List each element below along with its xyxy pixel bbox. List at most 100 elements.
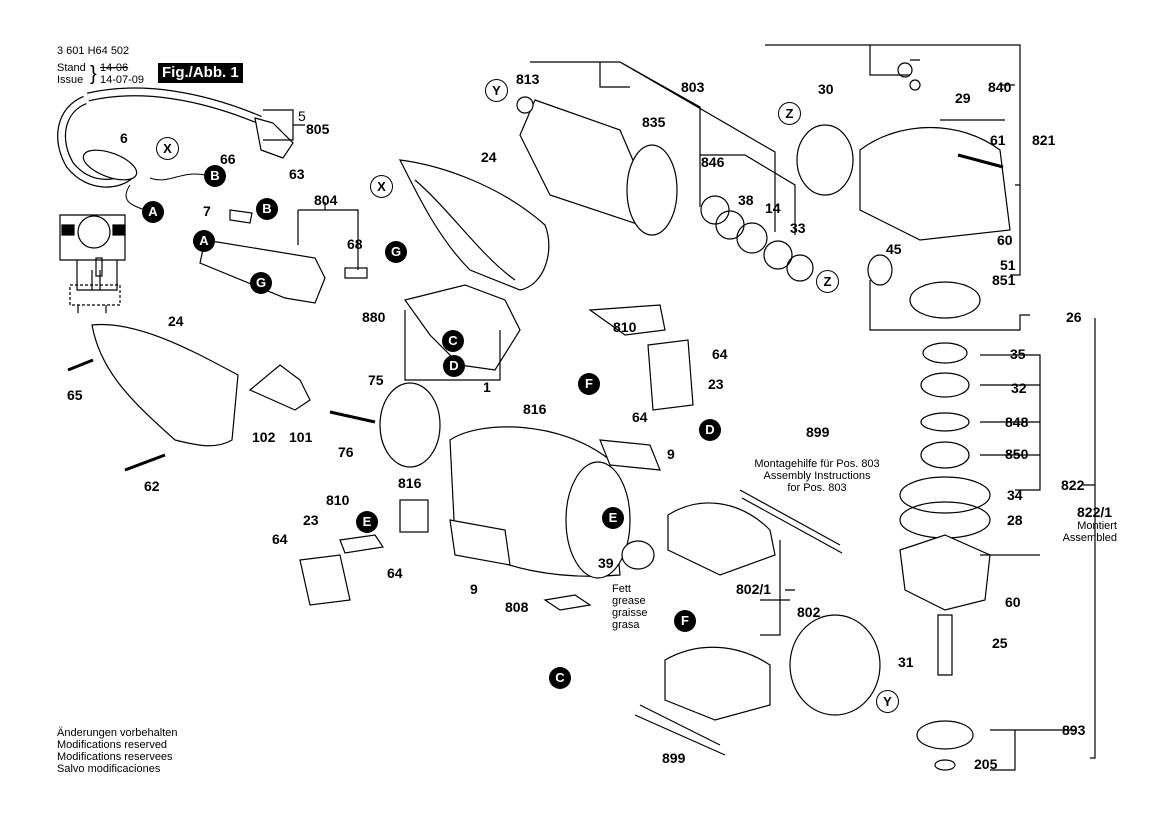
connector-marker-a: A — [193, 230, 215, 252]
connector-marker-d: D — [699, 419, 721, 441]
reference-marker-x: X — [156, 137, 179, 160]
part-label[interactable]: 24 — [481, 149, 497, 165]
part-label[interactable]: 102 — [252, 429, 276, 445]
part-label[interactable]: 61 — [990, 132, 1006, 148]
part-label[interactable]: 39 — [598, 555, 614, 571]
reference-marker-z: Z — [778, 102, 801, 125]
assembled-note-de: Montiert — [1077, 520, 1117, 532]
part-label[interactable]: 802 — [797, 604, 821, 620]
issue-label: Issue — [57, 74, 84, 86]
handle-half-left — [91, 323, 239, 447]
connector-marker-c: C — [442, 330, 464, 352]
part-label[interactable]: 893 — [1062, 722, 1086, 738]
part-label[interactable]: 64 — [632, 409, 648, 425]
part-label[interactable]: 205 — [974, 756, 998, 772]
part-label[interactable]: 64 — [712, 346, 728, 362]
part-label[interactable]: 29 — [955, 90, 971, 106]
part-label[interactable]: 6 — [120, 130, 128, 146]
part-label[interactable]: 64 — [387, 565, 403, 581]
part-label[interactable]: 850 — [1005, 446, 1029, 462]
part-label[interactable]: 1 — [483, 379, 491, 395]
part-label[interactable]: 821 — [1032, 132, 1056, 148]
part-label[interactable]: 64 — [272, 531, 288, 547]
part-label[interactable]: 35 — [1010, 346, 1026, 362]
part-label[interactable]: 5 — [298, 108, 306, 124]
part-label[interactable]: 66 — [220, 151, 236, 167]
part-label[interactable]: 101 — [289, 429, 313, 445]
part-label[interactable]: 38 — [738, 192, 754, 208]
part-label[interactable]: 51 — [1000, 257, 1016, 273]
part-label[interactable]: 808 — [505, 599, 529, 615]
part-label[interactable]: 65 — [67, 387, 83, 403]
issue-date: 14-07-09 — [100, 74, 145, 86]
part-label[interactable]: 810 — [613, 319, 637, 335]
spindle — [937, 614, 953, 676]
part-label[interactable]: 45 — [886, 241, 902, 257]
reference-marker-x: X — [370, 175, 393, 198]
reference-marker-z: Z — [816, 270, 839, 293]
connector-marker-e: E — [356, 511, 378, 533]
part-label[interactable]: 848 — [1005, 414, 1029, 430]
assembly-note: Montagehilfe für Pos. 803 Assembly Instr… — [727, 458, 907, 494]
part-label[interactable]: 816 — [398, 475, 422, 491]
connector-marker-b: B — [256, 198, 278, 220]
part-label[interactable]: 33 — [790, 220, 806, 236]
part-label[interactable]: 68 — [347, 236, 363, 252]
electronics-module — [403, 284, 521, 371]
figure-label: Fig./Abb. 1 — [158, 63, 243, 83]
part-label[interactable]: 805 — [306, 121, 330, 137]
part-label[interactable]: 26 — [1066, 309, 1082, 325]
part-label[interactable]: 31 — [898, 654, 914, 670]
part-label[interactable]: 816 — [523, 401, 547, 417]
notice-en: Modifications reserved — [57, 739, 168, 751]
part-label[interactable]: 822 — [1061, 477, 1085, 493]
part-label[interactable]: 9 — [470, 581, 478, 597]
part-label[interactable]: 813 — [516, 71, 540, 87]
part-label[interactable]: 23 — [708, 376, 724, 392]
stand-label: Stand — [57, 62, 86, 74]
lock-lever — [248, 364, 311, 411]
part-label[interactable]: 7 — [203, 203, 211, 219]
part-label[interactable]: 23 — [303, 512, 319, 528]
part-label[interactable]: 32 — [1011, 380, 1027, 396]
connector-marker-f: F — [674, 610, 696, 632]
circuit-schematic — [59, 214, 126, 313]
part-label[interactable]: 63 — [289, 166, 305, 182]
connector-marker-e: E — [602, 507, 624, 529]
part-label[interactable]: 899 — [662, 750, 686, 766]
part-label[interactable]: 803 — [681, 79, 705, 95]
assembled-note: Montiert Assembled — [1057, 520, 1117, 544]
part-label[interactable]: 28 — [1007, 512, 1023, 528]
part-label[interactable]: 34 — [1007, 487, 1023, 503]
part-label[interactable]: 62 — [144, 478, 160, 494]
plug — [254, 117, 294, 159]
part-label[interactable]: 804 — [314, 192, 338, 208]
part-label[interactable]: 25 — [992, 635, 1008, 651]
part-label[interactable]: 24 — [168, 313, 184, 329]
notice-fr: Modifications reservees — [57, 751, 173, 763]
switch — [199, 239, 326, 304]
part-label[interactable]: 851 — [992, 272, 1016, 288]
part-label[interactable]: 899 — [806, 424, 830, 440]
fan-baffle — [789, 614, 881, 716]
connector-marker-d: D — [443, 355, 465, 377]
field-coil-top — [667, 502, 776, 576]
connector-marker-g: G — [385, 241, 407, 263]
connector-marker-g: G — [250, 272, 272, 294]
part-label[interactable]: 880 — [362, 309, 386, 325]
part-label[interactable]: 76 — [338, 444, 354, 460]
part-label[interactable]: 60 — [997, 232, 1013, 248]
part-label[interactable]: 30 — [818, 81, 834, 97]
part-label[interactable]: 840 — [988, 79, 1012, 95]
part-label[interactable]: 14 — [765, 200, 781, 216]
part-label[interactable]: 822/1 — [1077, 504, 1113, 520]
part-label[interactable]: 810 — [326, 492, 350, 508]
part-label[interactable]: 60 — [1005, 594, 1021, 610]
grease-note-fr: graisse — [612, 607, 648, 619]
grease-note-en: grease — [612, 595, 646, 607]
part-label[interactable]: 835 — [642, 114, 666, 130]
part-label[interactable]: 846 — [701, 154, 725, 170]
part-label[interactable]: 9 — [667, 446, 675, 462]
part-label[interactable]: 802/1 — [736, 581, 772, 597]
part-label[interactable]: 75 — [368, 372, 384, 388]
